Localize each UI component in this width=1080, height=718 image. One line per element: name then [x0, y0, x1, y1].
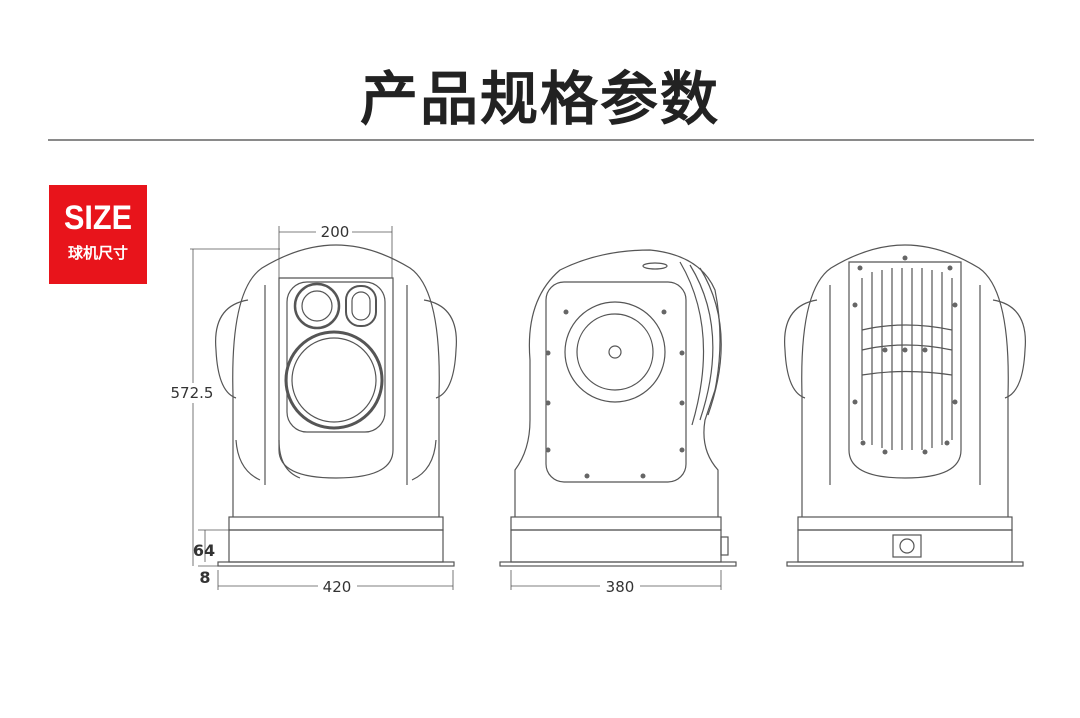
- title-divider: [48, 139, 1034, 141]
- front-base-ring: [228, 516, 444, 531]
- dim-64-label: 64: [193, 541, 215, 560]
- front-body: [232, 244, 440, 517]
- front-arm-right: [423, 299, 457, 399]
- dim-380-label: 380: [606, 578, 635, 596]
- dim-420-label: 420: [323, 578, 352, 596]
- back-connector: [892, 534, 922, 558]
- bolt-dots: [545, 255, 958, 479]
- back-arm-right: [992, 299, 1026, 399]
- size-badge: SIZE 球机尺寸: [49, 185, 147, 284]
- page-title: 产品规格参数: [359, 65, 720, 133]
- front-base: [228, 529, 444, 563]
- front-view: [215, 244, 457, 567]
- front-arm-left: [215, 299, 249, 399]
- back-fins: [861, 268, 953, 450]
- front-arm-left-lower: [235, 439, 261, 481]
- back-view: [784, 244, 1026, 567]
- side-disc-inner: [576, 313, 654, 391]
- side-top-slot: [642, 262, 668, 270]
- back-body: [801, 244, 1009, 517]
- front-arm-right-lower: [411, 439, 437, 481]
- front-lens-oval-inner: [351, 291, 371, 321]
- side-disc-center: [608, 345, 622, 359]
- side-base-ring: [510, 516, 722, 531]
- front-lens-oval: [345, 285, 377, 327]
- side-dome-ring-2: [699, 267, 722, 416]
- side-dome-ring-3: [679, 261, 705, 426]
- size-badge-label: SIZE: [63, 199, 133, 237]
- side-base: [510, 529, 722, 563]
- front-lens-small: [293, 282, 341, 330]
- dim-200-label: 200: [321, 223, 350, 241]
- front-lens-small-inner: [301, 290, 333, 322]
- side-dome-ring-1: [689, 264, 714, 421]
- side-dimensions: [510, 570, 722, 590]
- side-connector: [720, 536, 729, 556]
- back-connector-port: [899, 538, 915, 554]
- side-plate: [545, 281, 687, 483]
- side-disc-outer: [564, 301, 666, 403]
- front-lens-large: [284, 330, 384, 430]
- size-badge-sublabel: 球机尺寸: [67, 244, 128, 262]
- dim-8-label: 8: [199, 568, 210, 587]
- back-base-ring: [797, 516, 1013, 531]
- front-shell-curve: [278, 439, 301, 479]
- front-window: [286, 281, 386, 433]
- dim-height-label: 572.5: [171, 384, 214, 402]
- front-dimensions: [190, 226, 454, 590]
- front-lens-large-inner: [291, 337, 377, 423]
- side-view: [499, 249, 737, 567]
- back-panel: [848, 261, 962, 479]
- back-arm-left: [784, 299, 818, 399]
